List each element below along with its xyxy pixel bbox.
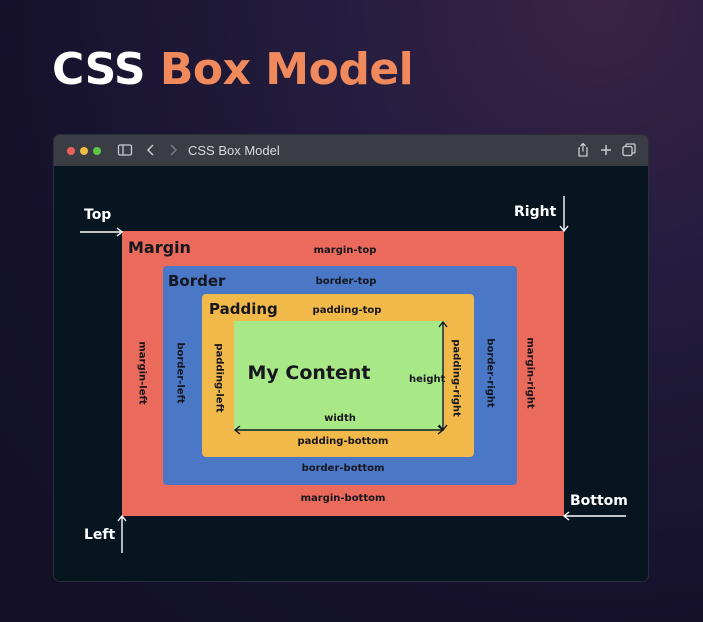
corner-label-bottom: Bottom bbox=[570, 493, 628, 509]
width-arrow bbox=[233, 425, 445, 435]
height-arrow bbox=[438, 320, 448, 432]
padding-title: Padding bbox=[209, 300, 278, 318]
width-label: width bbox=[324, 413, 356, 424]
margin-top-label: margin-top bbox=[313, 245, 377, 256]
padding-bottom-label: padding-bottom bbox=[297, 436, 389, 447]
content-title: My Content bbox=[247, 362, 371, 384]
arrow-top-right-pointing bbox=[80, 227, 124, 237]
forward-icon[interactable] bbox=[164, 141, 182, 159]
border-bottom-label: border-bottom bbox=[301, 463, 385, 474]
window-title: CSS Box Model bbox=[188, 143, 280, 158]
share-icon[interactable] bbox=[574, 141, 592, 159]
arrow-right-down-pointing bbox=[559, 196, 569, 233]
border-title: Border bbox=[168, 272, 226, 290]
back-icon[interactable] bbox=[142, 141, 160, 159]
margin-bottom-label: margin-bottom bbox=[300, 493, 386, 504]
new-tab-icon[interactable] bbox=[597, 141, 615, 159]
arrow-left-up-pointing bbox=[117, 514, 127, 553]
sidebar-icon[interactable] bbox=[116, 141, 134, 159]
browser-window: CSS Box Model Margin margin-top margin-b… bbox=[53, 134, 649, 582]
close-dot[interactable] bbox=[67, 147, 75, 155]
tabs-overview-icon[interactable] bbox=[620, 141, 638, 159]
arrow-layer bbox=[80, 196, 626, 553]
heading-part-2: Box Model bbox=[159, 44, 414, 95]
border-top-label: border-top bbox=[315, 276, 377, 287]
content-box bbox=[234, 321, 444, 431]
minimize-dot[interactable] bbox=[80, 147, 88, 155]
padding-top-label: padding-top bbox=[312, 305, 382, 316]
arrow-bottom-left-pointing bbox=[562, 511, 626, 521]
corner-label-right: Right bbox=[514, 204, 557, 220]
window-titlebar: CSS Box Model bbox=[54, 135, 648, 166]
zoom-dot[interactable] bbox=[93, 147, 101, 155]
page-heading: CSS Box Model bbox=[52, 44, 414, 95]
height-label: height bbox=[409, 374, 446, 385]
diagram-canvas: Margin margin-top margin-bottom margin-l… bbox=[54, 166, 648, 581]
content-dimension-arrows bbox=[233, 320, 448, 435]
corner-label-left: Left bbox=[84, 527, 116, 543]
heading-part-1: CSS bbox=[52, 44, 146, 95]
margin-title: Margin bbox=[128, 238, 191, 257]
corner-arrows bbox=[80, 196, 626, 553]
corner-label-top: Top bbox=[84, 207, 112, 223]
